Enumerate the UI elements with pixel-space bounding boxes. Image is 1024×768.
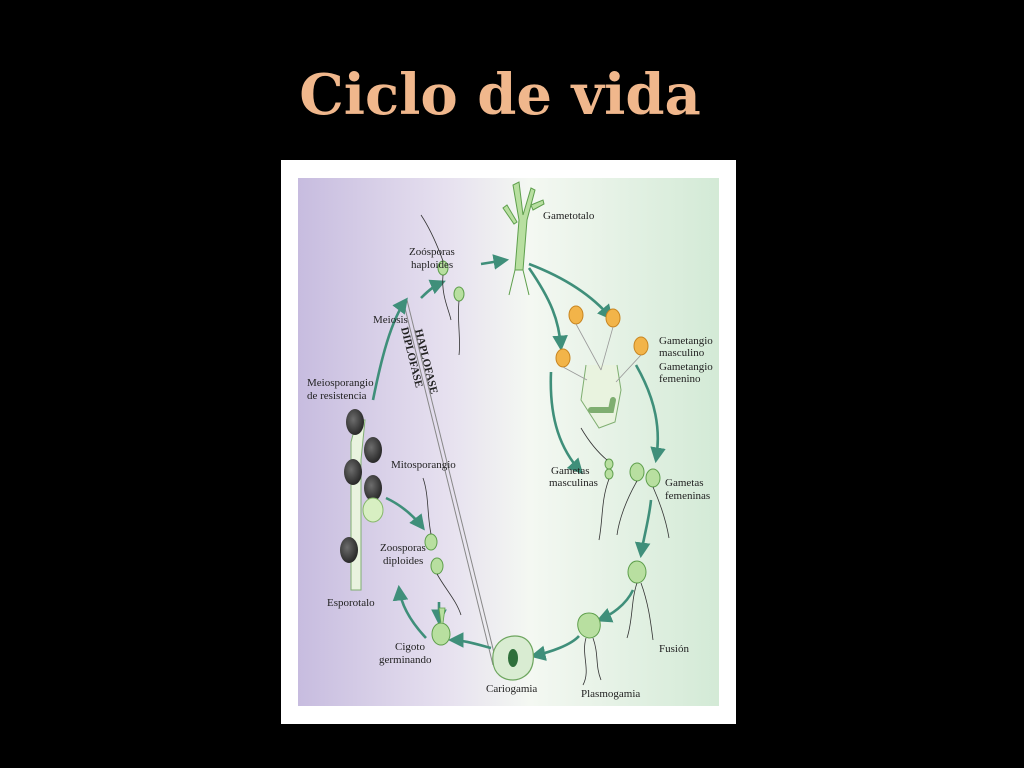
- phase-divider: [402, 299, 498, 666]
- label-zoosporas-haploides-2: haploides: [411, 259, 453, 271]
- arrow-meiosis-to-zoospores: [420, 279, 446, 299]
- gametes-illustration: [580, 427, 670, 541]
- label-mitosporangio: Mitosporangio: [391, 459, 456, 471]
- label-gametas-femeninas-2: femeninas: [665, 490, 710, 502]
- arrow-to-gametes-m: [549, 371, 584, 475]
- cycle-arrows: [371, 254, 666, 661]
- gametotalo-illustration: [502, 181, 545, 296]
- arrow-cigoto-to-esporotalo: [392, 584, 427, 639]
- life-cycle-figure: HAPLOFASE DIPLOFASE: [281, 160, 736, 724]
- gametangia-illustration: [555, 305, 649, 429]
- esporotalo-illustration: [340, 409, 384, 591]
- label-zoosporas-diploides-2: diploides: [383, 555, 423, 567]
- zoospores-haploid-illustration: [420, 214, 465, 356]
- arrow-meiosporangio-to-meiosis: [371, 297, 408, 401]
- life-cycle-diagram: HAPLOFASE DIPLOFASE: [298, 178, 719, 706]
- arrow-plasmogamia-to-cariogamia: [529, 635, 580, 661]
- label-gametas-masculinas-1: Gametas: [551, 465, 589, 477]
- label-gametangio-femenino-1: Gametangio: [659, 361, 713, 373]
- label-esporotalo: Esporotalo: [327, 597, 375, 609]
- cariogamia-illustration: [492, 635, 534, 681]
- label-zoosporas-diploides-1: Zoosporas: [380, 542, 426, 554]
- arrow-to-gametes-f: [634, 364, 666, 464]
- arrow-zoospores-to-gametotalo: [480, 254, 510, 270]
- plasmogamia-illustration: [577, 612, 602, 686]
- label-meiosporangio-2: de resistencia: [307, 390, 367, 402]
- label-gametas-femeninas-1: Gametas: [665, 477, 703, 489]
- label-gametangio-femenino-2: femenino: [659, 373, 701, 385]
- slide-title: Ciclo de vida: [299, 62, 701, 128]
- label-cariogamia: Cariogamia: [486, 683, 537, 695]
- label-meiosporangio-1: Meiosporangio: [307, 377, 374, 389]
- arrow-mitosporangio-to-zoospores: [385, 496, 425, 531]
- label-gametotalo: Gametotalo: [543, 210, 595, 222]
- label-cigoto-2: germinando: [379, 654, 432, 666]
- fusion-illustration: [626, 560, 654, 641]
- arrow-gametes-to-fusion: [634, 499, 653, 559]
- label-gametas-masculinas-2: masculinas: [549, 477, 598, 489]
- label-meiosis: Meiosis: [373, 314, 408, 326]
- label-zoosporas-haploides-1: Zoósporas: [409, 246, 455, 258]
- label-gametangio-masculino-1: Gametangio: [659, 335, 713, 347]
- label-cigoto-1: Cigoto: [395, 641, 425, 653]
- label-gametangio-masculino-2: masculino: [659, 347, 705, 359]
- zoospores-diploid-illustration: [422, 477, 462, 616]
- arrow-fusion-to-plasmogamia: [596, 589, 635, 623]
- label-plasmogamia: Plasmogamia: [581, 688, 640, 700]
- cigoto-illustration: [431, 607, 451, 646]
- arrow-gametotalo-to-gametangia: [528, 262, 613, 321]
- arrow-gametotalo-to-gametangia-2: [527, 267, 568, 352]
- label-fusion: Fusión: [659, 643, 689, 655]
- arrow-cariogamia-to-cigoto: [447, 632, 492, 650]
